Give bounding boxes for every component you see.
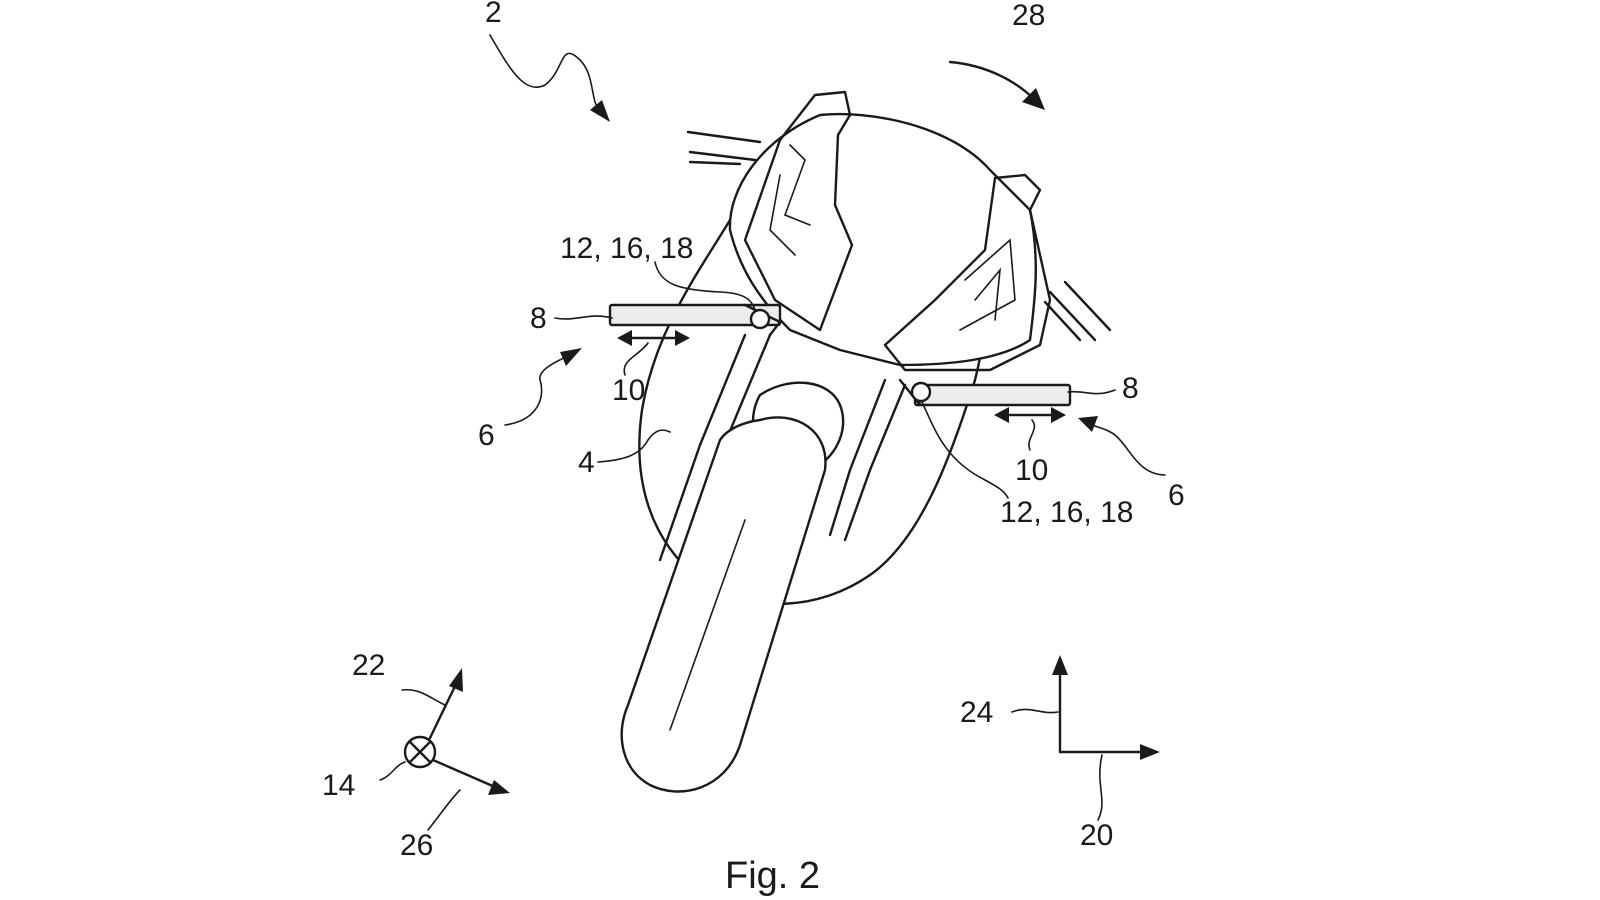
right-plate xyxy=(913,383,1072,407)
reference-labels: 2 28 12, 16, 18 8 10 6 4 8 10 12, 16, 18… xyxy=(322,0,1185,862)
leader-12-right xyxy=(921,401,1009,499)
leader-4 xyxy=(597,429,671,463)
label-2: 2 xyxy=(485,0,502,29)
right-mirror-stalk xyxy=(1043,280,1112,342)
leader-10-left xyxy=(623,342,649,376)
axis-into-cross xyxy=(408,740,432,764)
left-travel-arrowhead-r xyxy=(675,330,690,346)
motorcycle-drawing xyxy=(608,90,1112,793)
label-22: 22 xyxy=(352,649,385,682)
leader-20 xyxy=(1097,754,1103,821)
coordinate-system-right xyxy=(1011,655,1160,821)
leader-24 xyxy=(1011,708,1059,714)
label-20: 20 xyxy=(1080,819,1113,852)
right-headlight xyxy=(883,173,1052,372)
coordinate-system-left xyxy=(379,668,510,831)
arrowhead-6-left xyxy=(560,348,582,366)
label-12-16-18-left: 12, 16, 18 xyxy=(560,232,693,265)
left-pivot xyxy=(749,308,771,330)
left-headlight xyxy=(743,90,854,332)
right-headlight-inner xyxy=(959,238,1016,331)
label-12-16-18-right: 12, 16, 18 xyxy=(1000,496,1133,529)
leader-14 xyxy=(379,761,406,781)
axis-into-circle xyxy=(403,735,437,769)
axis-22-arrowhead xyxy=(449,668,463,692)
right-travel-arrowhead-l xyxy=(994,407,1009,423)
axis-20-arrowhead xyxy=(1140,744,1160,760)
left-mirror-stalk xyxy=(686,130,762,166)
label-28: 28 xyxy=(1012,0,1045,32)
tire-inner xyxy=(669,519,746,731)
label-10-right: 10 xyxy=(1015,454,1048,487)
label-14: 14 xyxy=(322,769,355,802)
left-headlight-inner xyxy=(769,144,811,256)
leader-26 xyxy=(427,789,461,831)
leader-22 xyxy=(401,688,446,706)
label-26: 26 xyxy=(400,829,433,862)
label-8-right: 8 xyxy=(1122,372,1139,405)
upper-fairing xyxy=(728,112,1037,367)
label-8-left: 8 xyxy=(530,302,547,335)
right-travel-arrowhead-r xyxy=(1051,407,1066,423)
leader-12-left xyxy=(654,261,756,311)
arrowhead-6-right xyxy=(1078,416,1098,432)
leader-10-right xyxy=(1028,419,1036,451)
arrowhead-28 xyxy=(1022,88,1045,110)
figure-caption: Fig. 2 xyxy=(725,855,820,897)
left-travel-arrowhead-l xyxy=(617,330,632,346)
axis-22-line xyxy=(428,680,459,740)
leader-2 xyxy=(489,34,601,113)
label-6-left: 6 xyxy=(478,419,495,452)
arrowhead-2 xyxy=(590,100,610,122)
axis-24-arrowhead xyxy=(1052,655,1068,675)
right-pivot xyxy=(910,381,932,403)
axis-26-arrowhead xyxy=(488,780,510,795)
left-plate xyxy=(608,303,782,327)
label-24: 24 xyxy=(960,696,993,729)
leader-6-left xyxy=(504,354,571,426)
leader-lines xyxy=(489,34,1166,499)
front-tire xyxy=(620,416,827,793)
label-6-right: 6 xyxy=(1168,479,1185,512)
leader-6-right xyxy=(1091,424,1166,476)
label-4: 4 xyxy=(578,446,595,479)
leader-8-left xyxy=(554,315,613,320)
lean-arrow-28 xyxy=(948,60,1037,102)
leader-8-right xyxy=(1067,389,1116,395)
axis-26-line xyxy=(431,758,497,789)
label-10-left: 10 xyxy=(612,374,645,407)
